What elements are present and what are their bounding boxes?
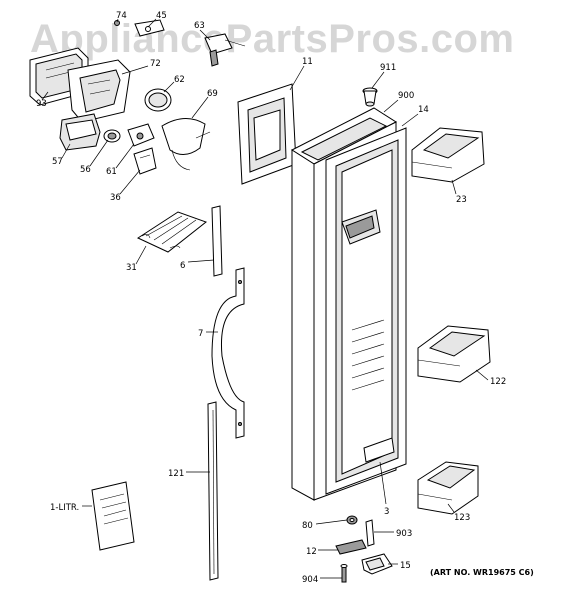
door-gasket-strip[interactable] xyxy=(207,401,219,581)
label-900: 900 xyxy=(398,91,414,101)
literature-booklet[interactable] xyxy=(91,481,135,551)
leader-lines xyxy=(41,18,489,579)
label-11: 11 xyxy=(302,57,313,67)
label-80: 80 xyxy=(302,521,313,531)
label-56: 56 xyxy=(80,165,91,175)
door-liner[interactable] xyxy=(325,127,407,495)
dispenser-motor-assembly[interactable] xyxy=(29,19,246,175)
door-trim-strip[interactable] xyxy=(211,205,223,277)
label-903: 903 xyxy=(396,529,412,539)
hinge-bracket[interactable] xyxy=(335,539,367,555)
watermark-text: AppliancePartsPros.com xyxy=(30,17,515,61)
label-1-litr: 1-LITR. xyxy=(50,503,79,513)
label-3: 3 xyxy=(384,507,389,517)
part-labels: 74 45 63 93 72 62 69 57 56 61 36 11 911 … xyxy=(36,11,506,585)
label-7: 7 xyxy=(198,329,203,339)
label-62: 62 xyxy=(174,75,185,85)
dispenser-cap[interactable] xyxy=(362,87,378,107)
label-74: 74 xyxy=(116,11,127,21)
label-23: 23 xyxy=(456,195,467,205)
label-63: 63 xyxy=(194,21,205,31)
label-72: 72 xyxy=(150,59,161,69)
label-61: 61 xyxy=(106,167,117,177)
label-6: 6 xyxy=(180,261,185,271)
label-904: 904 xyxy=(302,575,318,585)
door-bin-middle[interactable] xyxy=(417,325,491,383)
label-123: 123 xyxy=(454,513,470,523)
hinge-cover[interactable] xyxy=(361,553,393,575)
label-911: 911 xyxy=(380,63,396,73)
label-36: 36 xyxy=(110,193,121,203)
wire-shelf[interactable] xyxy=(136,211,208,253)
door-handle[interactable] xyxy=(211,267,245,439)
label-121: 121 xyxy=(168,469,184,479)
label-57: 57 xyxy=(52,157,63,167)
hinge-bushing[interactable] xyxy=(346,515,358,525)
door-bin-upper[interactable] xyxy=(411,127,485,183)
label-69: 69 xyxy=(207,89,218,99)
dispenser-frame-panel[interactable] xyxy=(237,83,297,185)
hinge-screw[interactable] xyxy=(340,564,348,583)
art-number: (ART NO. WR19675 C6) xyxy=(430,568,534,577)
hinge-pin[interactable] xyxy=(365,519,375,547)
label-31: 31 xyxy=(126,263,137,273)
label-14: 14 xyxy=(418,105,429,115)
label-45: 45 xyxy=(156,11,167,21)
label-12: 12 xyxy=(306,547,317,557)
label-93: 93 xyxy=(36,99,47,109)
label-122: 122 xyxy=(490,377,506,387)
door-bin-lower[interactable] xyxy=(417,461,479,515)
label-15: 15 xyxy=(400,561,411,571)
